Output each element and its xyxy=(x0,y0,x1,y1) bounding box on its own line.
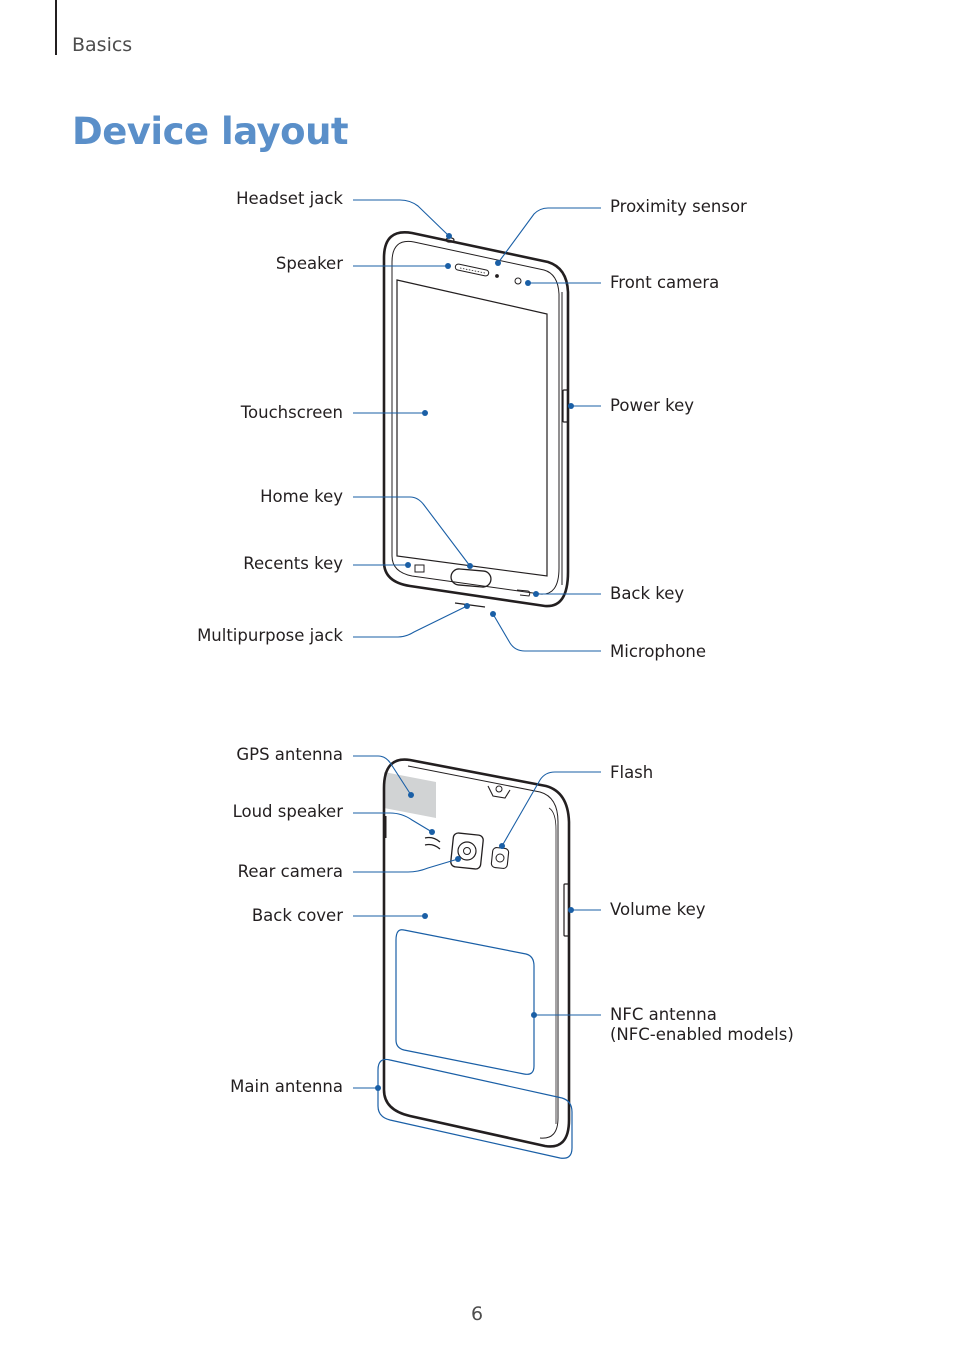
label-proximity-sensor: Proximity sensor xyxy=(610,197,747,216)
label-microphone: Microphone xyxy=(610,642,707,661)
label-touchscreen: Touchscreen xyxy=(240,403,343,422)
label-nfc-antenna: NFC antenna xyxy=(610,1005,717,1024)
label-loud-speaker: Loud speaker xyxy=(232,802,343,821)
page-number: 6 xyxy=(470,1303,484,1325)
label-back-cover: Back cover xyxy=(251,906,343,925)
label-home-key: Home key xyxy=(260,487,343,506)
label-volume-key: Volume key xyxy=(610,900,706,919)
phone-front-illustration xyxy=(382,230,570,608)
phone-back-illustration xyxy=(377,758,573,1159)
label-front-camera: Front camera xyxy=(610,273,720,292)
label-nfc-antenna-note: (NFC-enabled models) xyxy=(610,1025,794,1044)
label-speaker: Speaker xyxy=(275,254,343,273)
label-back-key: Back key xyxy=(610,584,685,603)
label-main-antenna: Main antenna xyxy=(230,1077,343,1096)
label-gps-antenna: GPS antenna xyxy=(236,745,343,764)
label-multipurpose-jack: Multipurpose jack xyxy=(197,626,343,645)
label-rear-camera: Rear camera xyxy=(237,862,343,881)
label-power-key: Power key xyxy=(610,396,695,415)
label-recents-key: Recents key xyxy=(243,554,343,573)
page-title: Device layout xyxy=(72,110,349,153)
header-rule xyxy=(55,0,57,55)
label-headset-jack: Headset jack xyxy=(236,189,343,208)
label-flash: Flash xyxy=(610,763,654,782)
section-header: Basics xyxy=(72,34,133,56)
